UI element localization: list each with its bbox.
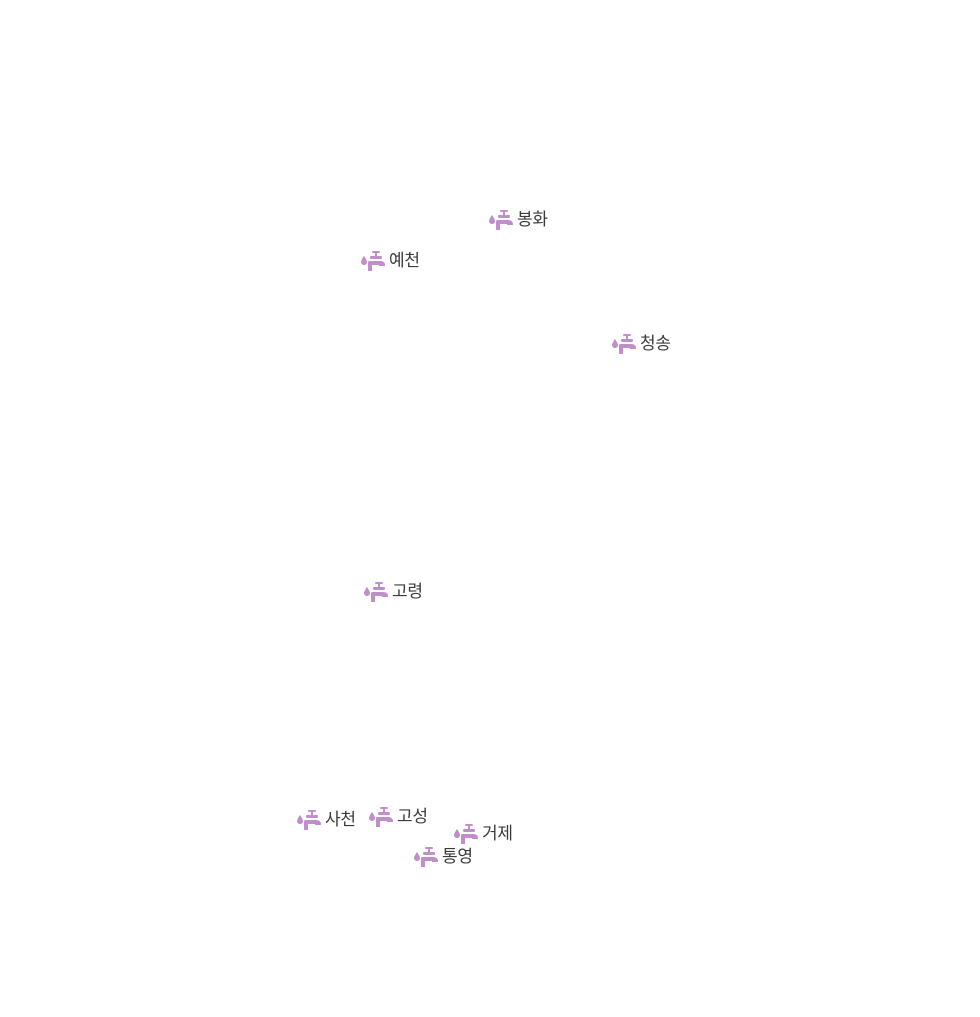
water-tap-icon <box>360 250 386 272</box>
marker-label: 거제 <box>482 824 513 844</box>
marker-label: 고성 <box>397 807 428 827</box>
map-marker-bonghwa[interactable]: 봉화 <box>488 209 548 231</box>
marker-label: 통영 <box>442 847 473 867</box>
marker-label: 봉화 <box>517 210 548 230</box>
map-marker-goseong[interactable]: 고성 <box>368 806 428 828</box>
map-marker-cheongsong[interactable]: 청송 <box>611 333 671 355</box>
map-marker-tongyeong[interactable]: 통영 <box>413 846 473 868</box>
water-tap-icon <box>413 846 439 868</box>
map-marker-geoje[interactable]: 거제 <box>453 823 513 845</box>
marker-label: 사천 <box>325 810 356 830</box>
water-tap-icon <box>611 333 637 355</box>
marker-label: 고령 <box>392 582 423 602</box>
marker-label: 예천 <box>389 251 420 271</box>
marker-label: 청송 <box>640 334 671 354</box>
water-tap-icon <box>368 806 394 828</box>
water-tap-icon <box>453 823 479 845</box>
water-tap-icon <box>363 581 389 603</box>
water-tap-icon <box>296 809 322 831</box>
map-marker-goryeong[interactable]: 고령 <box>363 581 423 603</box>
map-marker-sacheon[interactable]: 사천 <box>296 809 356 831</box>
map-marker-yecheon[interactable]: 예천 <box>360 250 420 272</box>
water-tap-icon <box>488 209 514 231</box>
